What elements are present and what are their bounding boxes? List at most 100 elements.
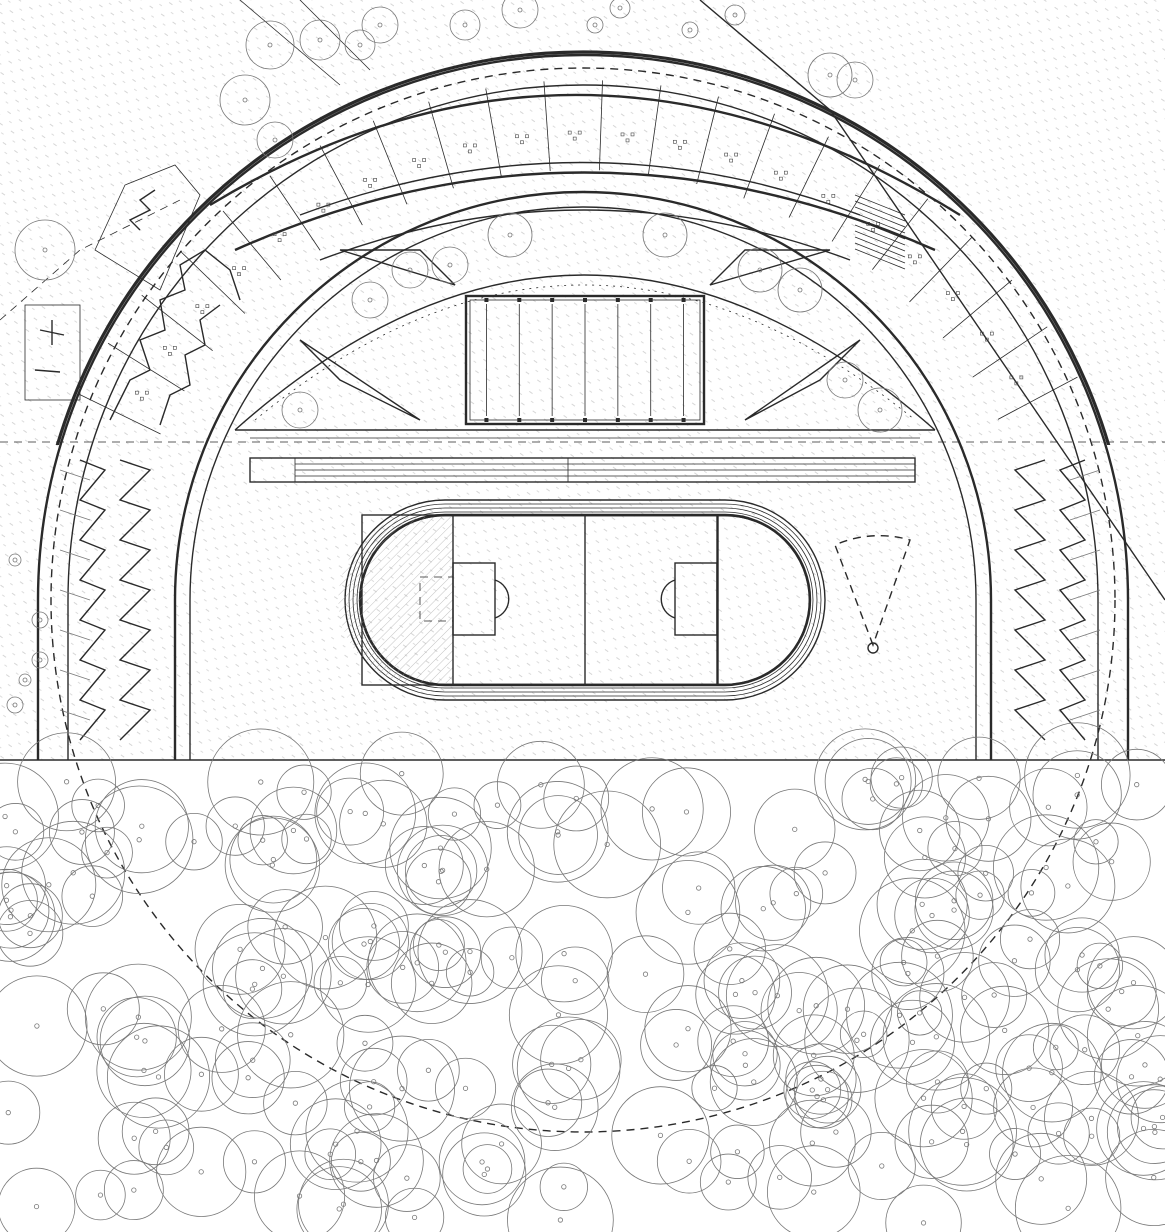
tree-canopy <box>710 1124 765 1179</box>
tree-trunk <box>435 879 442 885</box>
room-partition <box>79 394 161 435</box>
tree-trunk <box>686 1158 692 1164</box>
room-furniture <box>985 337 989 342</box>
tree-trunk <box>37 617 43 623</box>
tree-trunk <box>730 1038 736 1044</box>
room-furniture <box>515 134 519 139</box>
room-furniture <box>195 304 200 308</box>
court-post-top-1 <box>517 298 522 302</box>
room-partition <box>909 236 973 303</box>
tree-trunk <box>1012 1151 1018 1157</box>
tree-trunk <box>933 1034 939 1040</box>
room-furniture <box>678 145 682 150</box>
tree-canopy <box>289 1098 382 1190</box>
tree-canopy <box>703 942 781 1019</box>
tree-trunk <box>290 827 297 834</box>
tree-canopy <box>518 795 598 875</box>
tree-trunk <box>909 1039 916 1045</box>
room-furniture <box>277 238 282 242</box>
tree-trunk <box>827 72 833 78</box>
tree-canopy <box>824 738 912 825</box>
tree-canopy <box>219 74 271 126</box>
tree-canopy <box>794 1070 853 1129</box>
tree-canopy <box>927 821 983 877</box>
tree-canopy <box>14 219 76 281</box>
room-furniture <box>168 352 172 356</box>
tree-trunk <box>917 827 923 834</box>
tree-trunk <box>2 813 8 820</box>
tree-trunk <box>604 841 610 848</box>
tree-canopy <box>804 987 910 1093</box>
tree-trunk <box>934 1079 941 1085</box>
tree-canopy <box>894 1104 969 1179</box>
tree-canopy <box>1020 838 1116 934</box>
tree-canopy <box>61 865 124 927</box>
tree-trunk <box>1135 1033 1141 1039</box>
court-post-top-0 <box>484 298 489 302</box>
tree-trunk <box>367 938 373 945</box>
tree-trunk <box>1109 859 1115 865</box>
tree-canopy <box>211 1041 285 1115</box>
tree-canopy <box>1057 958 1159 1060</box>
tree-canopy <box>1076 942 1124 990</box>
tree-canopy <box>541 946 610 1015</box>
tree-canopy <box>695 954 776 1035</box>
tree-trunk <box>494 802 501 808</box>
tree-trunk <box>8 907 14 913</box>
room-furniture <box>826 200 831 204</box>
tree-canopy <box>656 1129 722 1194</box>
tree-canopy <box>882 983 990 1091</box>
tree-canopy <box>496 740 585 829</box>
tree-canopy <box>473 781 522 829</box>
tree-trunk <box>429 980 435 986</box>
tree-canopy <box>49 799 115 865</box>
tree-trunk <box>1130 980 1137 986</box>
tree-canopy <box>836 61 874 99</box>
room-partition <box>997 376 1078 420</box>
tree-trunk <box>673 1042 679 1048</box>
tree-canopy <box>681 21 699 39</box>
tree-trunk <box>242 97 248 103</box>
tree-trunk <box>617 5 623 11</box>
tree-canopy <box>914 861 994 940</box>
room-furniture <box>463 143 467 148</box>
tree-canopy <box>366 931 439 1004</box>
tree-canopy <box>99 995 191 1087</box>
tree-trunk <box>792 826 798 832</box>
room-furniture <box>237 272 241 276</box>
tree-trunk <box>219 1026 225 1032</box>
tree-trunk <box>592 22 598 28</box>
tree-canopy <box>1073 819 1119 865</box>
room-furniture <box>831 194 836 198</box>
tree-trunk <box>662 232 668 238</box>
tree-canopy <box>212 918 313 1019</box>
tree-canopy <box>1096 1081 1165 1176</box>
tree-trunk <box>917 1010 923 1016</box>
tree-trunk <box>22 677 28 683</box>
tree-trunk <box>1056 1130 1062 1137</box>
tree-canopy <box>404 835 478 908</box>
tree-trunk <box>507 232 513 238</box>
room-partition <box>107 342 185 392</box>
tree-trunk <box>657 1132 664 1138</box>
auditorium-seat-row <box>854 218 906 240</box>
tree-trunk <box>280 973 286 979</box>
tree-trunk <box>467 948 473 955</box>
tree-canopy <box>600 757 704 861</box>
tree-trunk <box>333 1141 339 1147</box>
tree-trunk <box>362 1040 368 1046</box>
tree-canopy <box>515 904 613 1003</box>
tree-canopy <box>237 815 288 866</box>
tree-trunk <box>131 1187 137 1193</box>
tree-canopy <box>313 956 368 1010</box>
tree-canopy <box>205 796 265 856</box>
tree-canopy <box>339 779 428 868</box>
tree-canopy <box>814 728 916 831</box>
tree-trunk <box>97 1192 104 1198</box>
tree-trunk <box>367 1104 373 1110</box>
court-post-bottom-1 <box>517 418 522 422</box>
tree-trunk <box>317 37 323 43</box>
tree-trunk <box>141 1067 147 1074</box>
tree-trunk <box>380 821 386 827</box>
room-partition <box>788 136 829 218</box>
